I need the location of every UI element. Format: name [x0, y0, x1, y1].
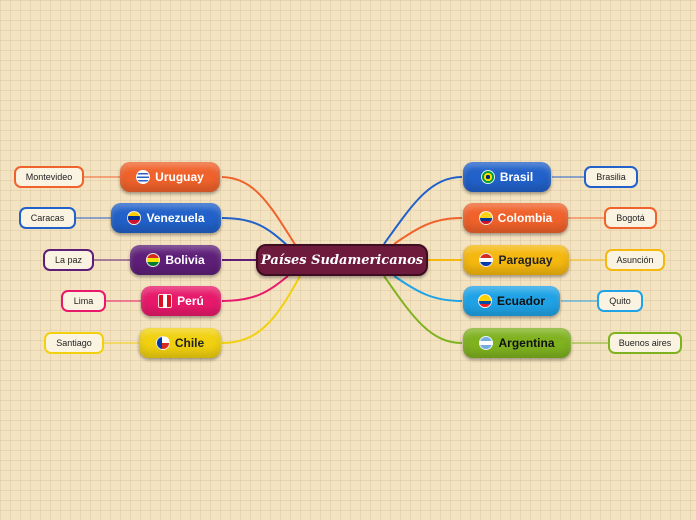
capital-label: Quito: [609, 296, 631, 306]
node-label: Venezuela: [146, 211, 205, 225]
venezuela-flag-icon: [127, 211, 142, 225]
node-label: Paraguay: [498, 253, 553, 267]
node-chile[interactable]: Chile: [139, 328, 221, 358]
capital-label: Santiago: [56, 338, 92, 348]
link-brasil: [383, 176, 463, 245]
paraguay-flag-icon: [479, 253, 494, 267]
capital-montevideo[interactable]: Montevideo: [14, 166, 84, 188]
node-venezuela[interactable]: Venezuela: [111, 203, 221, 233]
link-ecuador: [393, 275, 463, 302]
capital-label: Brasilia: [596, 172, 626, 182]
uruguay-flag-icon: [136, 170, 151, 184]
capital-lima[interactable]: Lima: [61, 290, 106, 312]
node-brasil[interactable]: Brasil: [463, 162, 551, 192]
capital-santiago[interactable]: Santiago: [44, 332, 104, 354]
capital-caracas[interactable]: Caracas: [19, 207, 76, 229]
central-topic-label: Países Sudamericanos: [260, 252, 424, 268]
ecuador-flag-icon: [477, 294, 492, 308]
peru-flag-icon: [158, 294, 173, 308]
node-label: Perú: [177, 294, 204, 308]
capital-label: Buenos aires: [618, 338, 672, 348]
node-ecuador[interactable]: Ecuador: [463, 286, 560, 316]
node-label: Uruguay: [155, 170, 204, 184]
node-label: Chile: [174, 336, 205, 350]
capital-label: Caracas: [30, 213, 65, 223]
capital-bogota[interactable]: Bogotá: [604, 207, 657, 229]
capital-label: La paz: [54, 255, 83, 265]
node-label: Brasil: [499, 170, 534, 184]
capital-label: Lima: [73, 296, 94, 306]
brazil-flag-icon: [480, 170, 495, 184]
link-colombia: [393, 217, 463, 245]
capital-label: Asunción: [616, 255, 654, 265]
capital-quito[interactable]: Quito: [597, 290, 643, 312]
link-uruguay: [221, 176, 297, 247]
link-peru: [221, 275, 289, 302]
node-paraguay[interactable]: Paraguay: [463, 245, 569, 275]
node-peru[interactable]: Perú: [141, 286, 221, 316]
capital-asuncion[interactable]: Asunción: [605, 249, 665, 271]
node-colombia[interactable]: Colombia: [463, 203, 568, 233]
argentina-flag-icon: [479, 336, 494, 350]
link-argentina: [383, 275, 463, 344]
capital-buenos-aires[interactable]: Buenos aires: [608, 332, 682, 354]
capital-la-paz[interactable]: La paz: [43, 249, 94, 271]
link-venezuela: [221, 217, 289, 247]
chile-flag-icon: [155, 336, 170, 350]
capital-brasilia[interactable]: Brasilia: [584, 166, 638, 188]
bolivia-flag-icon: [146, 253, 161, 267]
capital-label: Montevideo: [25, 172, 73, 182]
node-argentina[interactable]: Argentina: [463, 328, 571, 358]
node-uruguay[interactable]: Uruguay: [120, 162, 220, 192]
link-chile: [221, 275, 301, 344]
node-label: Argentina: [498, 336, 555, 350]
node-label: Colombia: [497, 211, 553, 225]
node-label: Ecuador: [496, 294, 545, 308]
capital-label: Bogotá: [616, 213, 645, 223]
node-bolivia[interactable]: Bolivia: [130, 245, 221, 275]
central-topic[interactable]: Países Sudamericanos: [256, 244, 428, 276]
colombia-flag-icon: [478, 211, 493, 225]
node-label: Bolivia: [165, 253, 205, 267]
